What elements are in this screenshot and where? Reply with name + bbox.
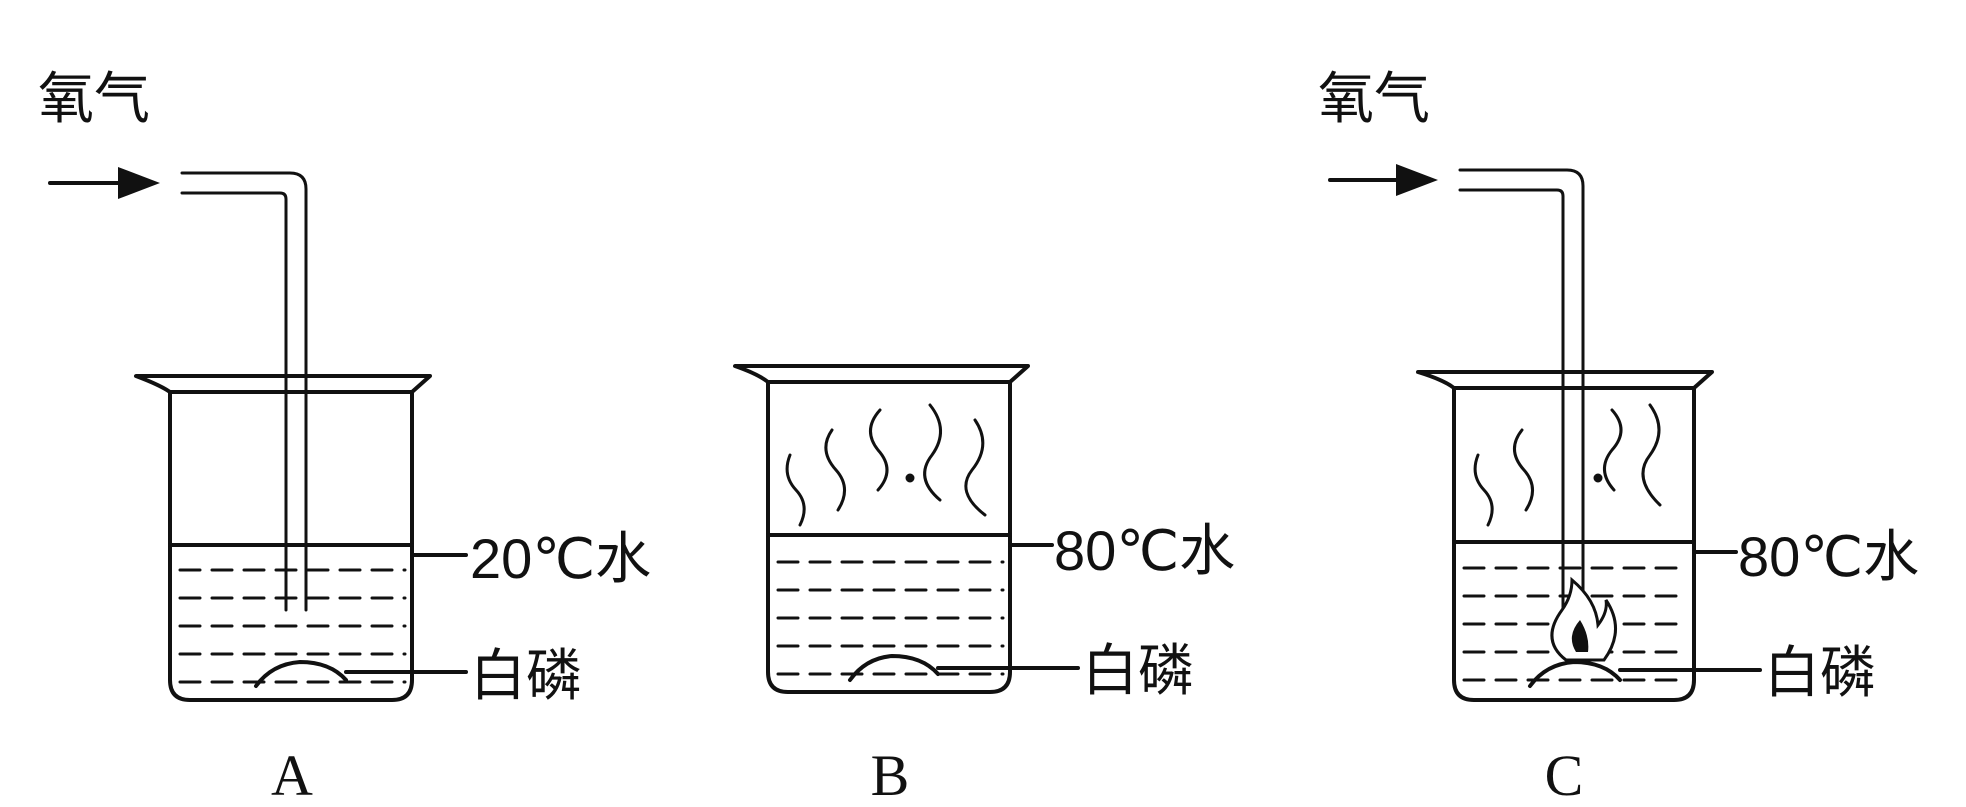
white-phosphorus-a	[254, 660, 348, 688]
oxygen-delivery-tube-a	[180, 171, 308, 612]
beaker-b	[733, 364, 1030, 694]
caption-a: A	[271, 743, 313, 807]
phosphorus-label-b: 白磷	[1082, 639, 1194, 702]
water-a	[168, 543, 414, 684]
beaker-c	[1416, 370, 1714, 702]
gas-label-a: 氧气	[38, 67, 150, 130]
caption-c: C	[1545, 743, 1584, 807]
white-phosphorus-c	[1528, 660, 1622, 688]
phosphorus-label-c: 白磷	[1764, 641, 1876, 704]
water-b	[766, 533, 1012, 676]
caption-b: B	[871, 743, 910, 807]
vapor-c	[1473, 403, 1662, 527]
gas-flow-arrow-a	[48, 167, 160, 199]
water-label-b: 80℃水	[1054, 519, 1235, 582]
panel-b: 80℃水 白磷 B	[733, 364, 1235, 807]
vapor-b	[785, 403, 987, 527]
panel-a: 氧气	[38, 67, 651, 807]
water-label-c: 80℃水	[1738, 525, 1919, 588]
oxygen-delivery-tube-c	[1458, 168, 1585, 642]
gas-flow-arrow-c	[1328, 164, 1438, 196]
flame-icon	[1550, 576, 1617, 662]
water-label-a: 20℃水	[470, 527, 651, 590]
white-phosphorus-b	[848, 654, 940, 682]
panel-c: 氧气	[1318, 67, 1919, 807]
phosphorus-label-a: 白磷	[470, 644, 582, 707]
gas-label-c: 氧气	[1318, 67, 1430, 130]
beaker-a	[134, 374, 432, 702]
